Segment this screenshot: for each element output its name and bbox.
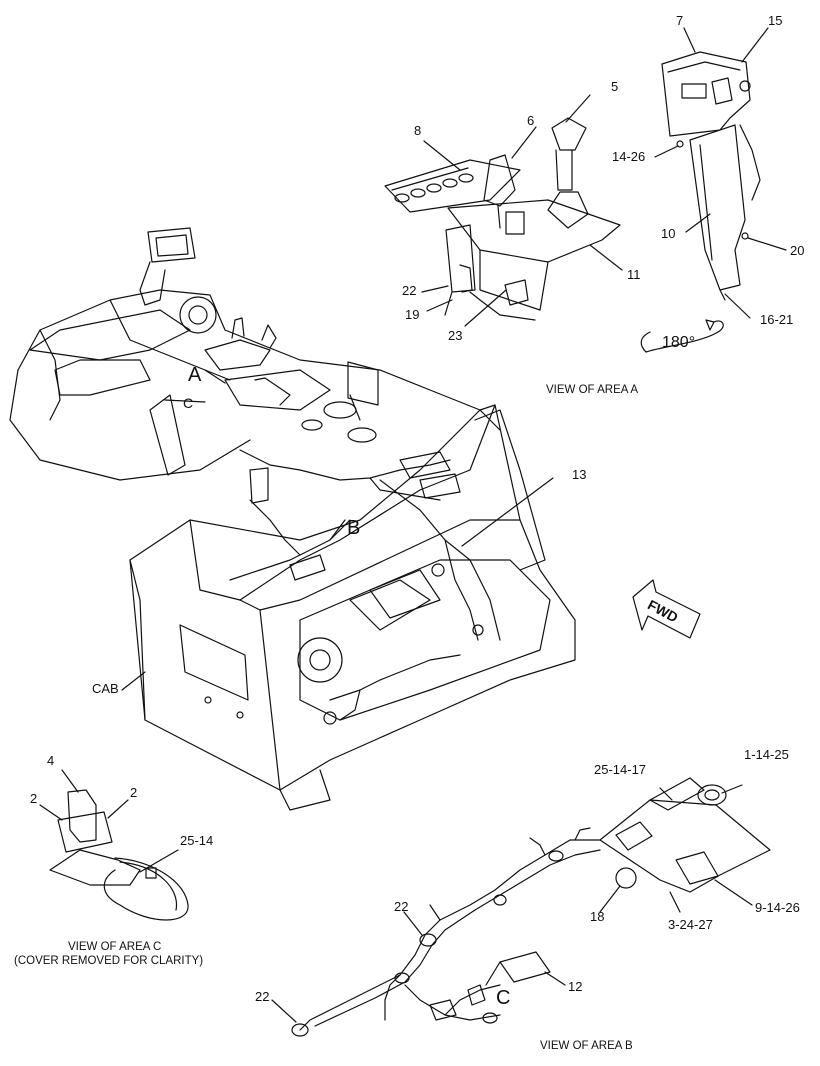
callout-19: 19 <box>405 307 420 322</box>
callout-22-area-b-lower: 22 <box>255 989 270 1004</box>
caption-view-area-c-2: (COVER REMOVED FOR CLARITY) <box>14 955 204 967</box>
callout-2-left: 2 <box>30 791 38 806</box>
area-letter-c-detail: C <box>496 987 511 1009</box>
area-letter-a: A <box>188 364 202 386</box>
fwd-arrow <box>632 579 701 639</box>
callout-4: 4 <box>47 753 55 768</box>
callout-1-14-25: 1-14-25 <box>744 747 789 762</box>
callout-22-area-b-upper: 22 <box>394 899 409 914</box>
caption-view-area-c-1: VIEW OF AREA C <box>68 941 162 953</box>
side-console <box>640 27 787 353</box>
callout-cab: CAB <box>92 681 119 696</box>
caption-view-area-a: VIEW OF AREA A <box>546 384 639 396</box>
area-leaders <box>121 369 554 691</box>
cab-frame <box>9 227 576 811</box>
area-letter-b: B <box>347 517 361 539</box>
callout-23: 23 <box>448 328 463 343</box>
callout-2-right: 2 <box>130 785 138 800</box>
rotation-label: 180° <box>662 334 696 351</box>
view-area-c <box>39 769 189 921</box>
callout-25-14-17: 25-14-17 <box>594 762 647 777</box>
callout-10: 10 <box>661 226 676 241</box>
callout-8: 8 <box>414 123 422 138</box>
callout-22-area-a: 22 <box>402 283 417 298</box>
view-area-b <box>271 777 771 1037</box>
callout-5: 5 <box>611 79 619 94</box>
callout-15: 15 <box>768 13 783 28</box>
callout-3-24-27: 3-24-27 <box>668 917 713 932</box>
callout-11: 11 <box>627 267 641 282</box>
callout-20: 20 <box>790 243 805 258</box>
callout-6: 6 <box>527 113 535 128</box>
area-letter-c-main: C <box>183 395 194 411</box>
view-area-a <box>384 94 623 327</box>
callout-16-21: 16-21 <box>760 312 794 327</box>
callout-13: 13 <box>572 467 587 482</box>
callout-9-14-26: 9-14-26 <box>755 900 800 915</box>
callout-14-26: 14-26 <box>612 149 646 164</box>
callout-25-14: 25-14 <box>180 833 214 848</box>
callout-7: 7 <box>676 13 684 28</box>
caption-view-area-b: VIEW OF AREA B <box>540 1040 633 1052</box>
callout-18: 18 <box>590 909 605 924</box>
callout-12: 12 <box>568 979 583 994</box>
